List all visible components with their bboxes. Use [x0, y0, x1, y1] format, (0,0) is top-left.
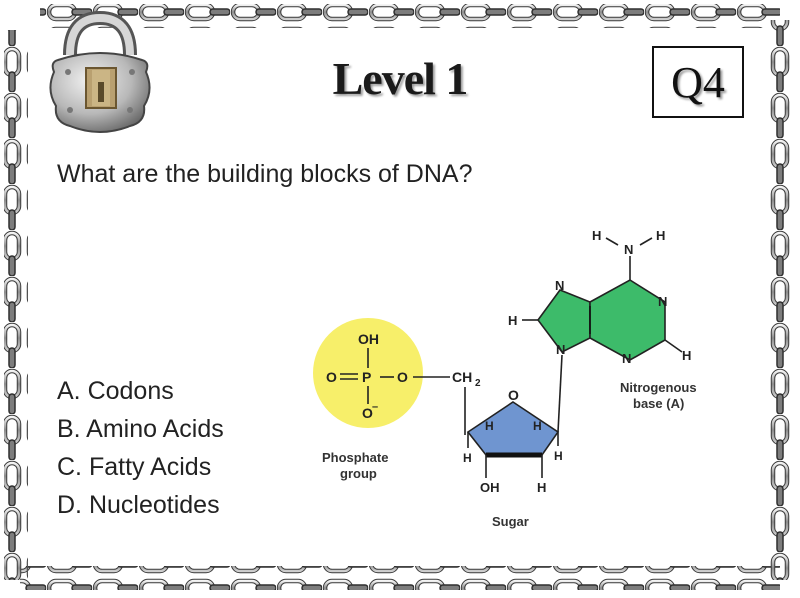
level-title: Level 1 [332, 53, 469, 104]
question-number-badge: Q4 [652, 46, 744, 118]
svg-text:2: 2 [475, 378, 481, 389]
svg-text:N: N [658, 294, 667, 309]
phosphate-p: P [362, 369, 371, 385]
sugar-oh: OH [480, 480, 500, 495]
answer-option-c[interactable]: C. Fatty Acids [57, 453, 212, 481]
phosphate-group-label-2: group [340, 466, 377, 481]
phosphate-circle [313, 318, 423, 428]
nucleotide-diagram: OH O P O O – CH 2 O H H H H OH H N N N N… [313, 228, 697, 529]
svg-text:H: H [682, 348, 691, 363]
svg-text:N: N [555, 278, 564, 293]
svg-text:H: H [463, 451, 472, 465]
svg-text:H: H [592, 228, 601, 243]
phosphate-oh: OH [358, 331, 379, 347]
sugar-ring [466, 401, 560, 456]
answer-option-b[interactable]: B. Amino Acids [57, 415, 224, 443]
phosphate-o-minus: O [362, 405, 373, 421]
svg-text:H: H [554, 449, 563, 463]
phosphate-o-bridge: O [397, 369, 408, 385]
phosphate-o-double: O [326, 369, 337, 385]
svg-text:H: H [537, 480, 546, 495]
sugar-label: Sugar [492, 514, 529, 529]
svg-text:N: N [624, 242, 633, 257]
svg-text:H: H [508, 313, 517, 328]
phosphate-group-label-1: Phosphate [322, 450, 388, 465]
svg-text:N: N [622, 351, 631, 366]
ch2-label: CH [452, 369, 472, 385]
nitrogenous-base-label-1: Nitrogenous [620, 380, 697, 395]
svg-text:–: – [372, 401, 378, 413]
answer-list: A. Codons B. Amino Acids C. Fatty Acids … [57, 372, 224, 524]
question-text: What are the building blocks of DNA? [57, 160, 473, 188]
answer-option-d[interactable]: D. Nucleotides [57, 491, 220, 519]
svg-text:H: H [485, 419, 494, 433]
answer-option-a[interactable]: A. Codons [57, 377, 174, 405]
base-six-ring [589, 279, 666, 361]
nitrogenous-base-label-2: base (A) [633, 396, 684, 411]
sugar-ring-o: O [508, 387, 519, 403]
svg-text:N: N [556, 342, 565, 357]
padlock-icon [49, 10, 151, 133]
svg-text:H: H [656, 228, 665, 243]
svg-text:H: H [533, 419, 542, 433]
